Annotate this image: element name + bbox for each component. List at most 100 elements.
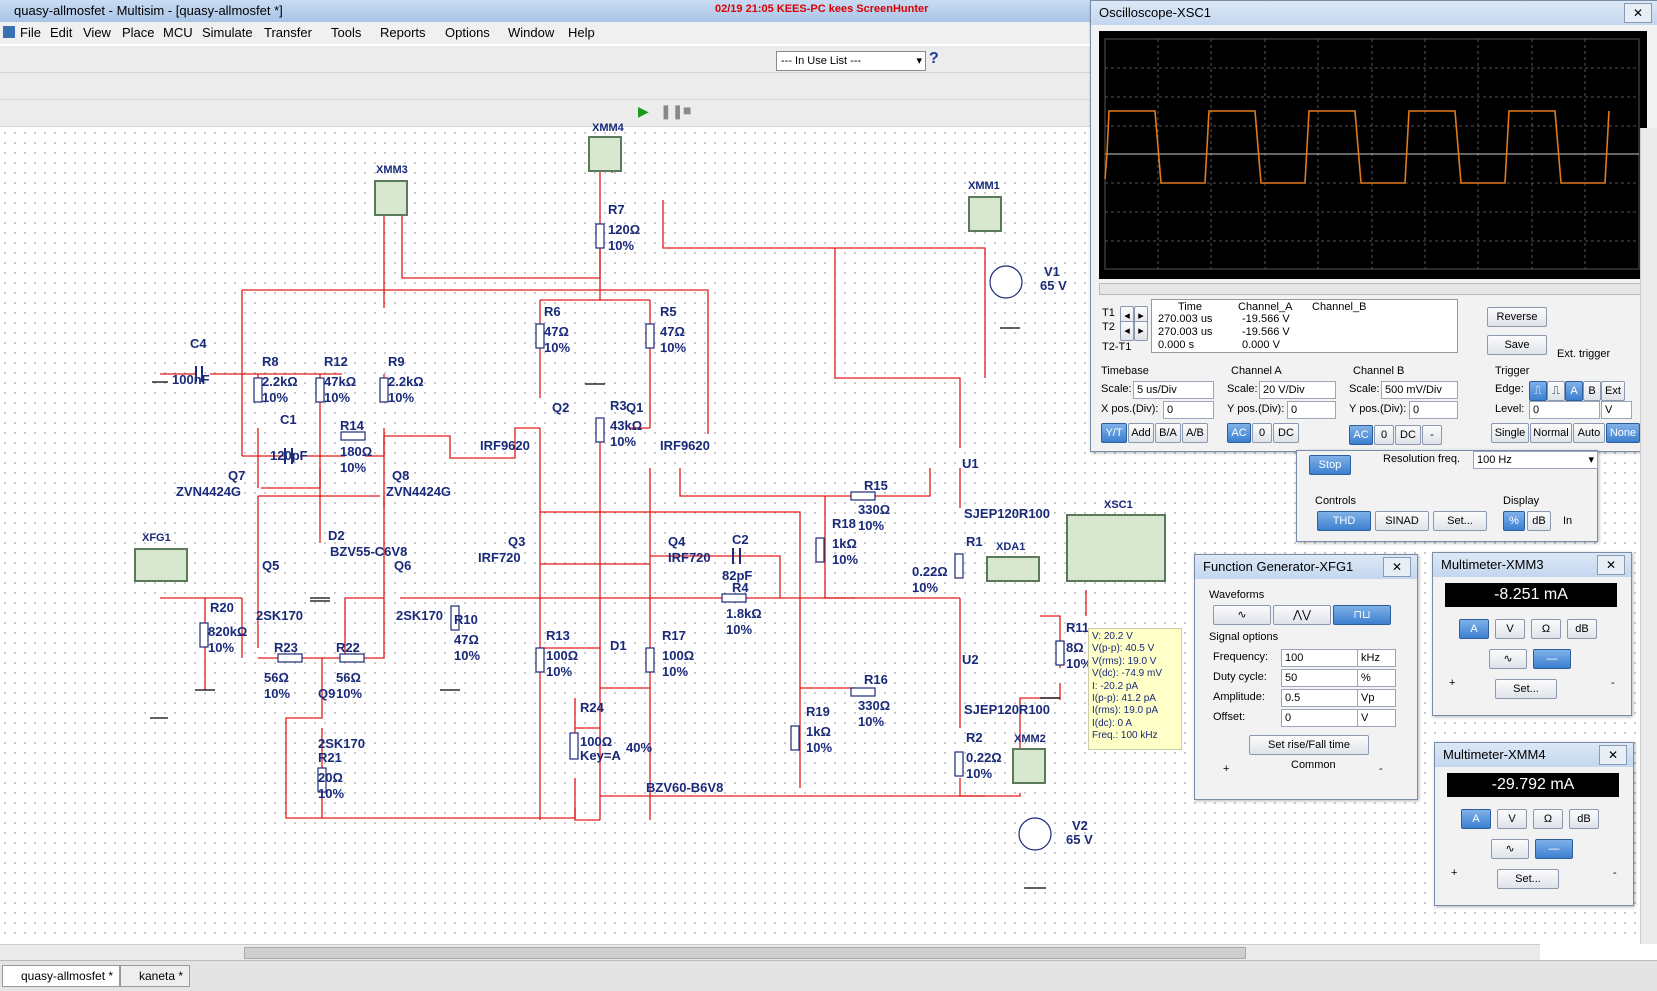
normal-button[interactable]: Normal: [1530, 423, 1572, 443]
duty-cycle-unit[interactable]: %: [1357, 669, 1396, 687]
ac-mode-icon[interactable]: ∿: [1489, 649, 1527, 669]
cha-zero-button[interactable]: 0: [1252, 423, 1272, 443]
xmm3-set-button[interactable]: Set...: [1495, 679, 1557, 699]
menu-view[interactable]: View: [83, 25, 111, 40]
auto-button[interactable]: Auto: [1573, 423, 1605, 443]
horizontal-scrollbar[interactable]: [0, 944, 1540, 961]
frequency-field[interactable]: 100: [1281, 649, 1358, 667]
help-icon[interactable]: ?: [929, 50, 939, 67]
timebase-scale-field[interactable]: 5 us/Div: [1133, 381, 1214, 399]
ba-button[interactable]: B/A: [1155, 423, 1181, 443]
stop-icon[interactable]: ■: [683, 102, 692, 118]
xmm4-ampere-button[interactable]: A: [1461, 809, 1491, 829]
cha-dc-button[interactable]: DC: [1273, 423, 1299, 443]
reverse-button[interactable]: Reverse: [1487, 307, 1547, 327]
cha-ypos-field[interactable]: 0: [1287, 401, 1336, 419]
menu-transfer[interactable]: Transfer: [264, 25, 312, 40]
chb-scale-field[interactable]: 500 mV/Div: [1381, 381, 1458, 399]
chb-zero-button[interactable]: 0: [1374, 425, 1394, 445]
add-button[interactable]: Add: [1128, 423, 1154, 443]
amplitude-unit[interactable]: Vp: [1357, 689, 1396, 707]
multimeter-xmm1-instrument[interactable]: [968, 196, 1002, 232]
t2-right-arrow-icon[interactable]: ▸: [1134, 321, 1148, 341]
thd-button[interactable]: THD: [1317, 511, 1371, 531]
xmm3-ampere-button[interactable]: A: [1459, 619, 1489, 639]
db-button[interactable]: dB: [1527, 511, 1551, 531]
close-icon[interactable]: ✕: [1383, 557, 1411, 577]
trigger-level-unit[interactable]: V: [1601, 401, 1632, 419]
t2-left-arrow-icon[interactable]: ◂: [1120, 321, 1134, 341]
stop-button[interactable]: Stop: [1309, 455, 1351, 475]
function-generator-instrument[interactable]: [134, 548, 188, 582]
offset-unit[interactable]: V: [1357, 709, 1396, 727]
chb-minus-button[interactable]: -: [1422, 425, 1442, 445]
run-icon[interactable]: ▶: [638, 103, 649, 119]
trigger-b-button[interactable]: B: [1583, 381, 1601, 401]
distortion-analyzer-instrument[interactable]: [986, 556, 1040, 582]
xmm4-db-button[interactable]: dB: [1569, 809, 1599, 829]
duty-cycle-field[interactable]: 50: [1281, 669, 1358, 687]
frequency-unit[interactable]: kHz: [1357, 649, 1396, 667]
percent-button[interactable]: %: [1503, 511, 1525, 531]
oscilloscope-instrument[interactable]: [1066, 514, 1166, 582]
vertical-scrollbar[interactable]: [1640, 128, 1657, 944]
menu-file[interactable]: File: [20, 25, 41, 40]
dc-mode-icon[interactable]: —: [1533, 649, 1571, 669]
ac-mode-icon[interactable]: ∿: [1491, 839, 1529, 859]
yt-button[interactable]: Y/T: [1101, 423, 1127, 443]
scope-scrollbar[interactable]: [1099, 283, 1641, 295]
close-icon[interactable]: ✕: [1599, 745, 1627, 765]
timebase-xpos-field[interactable]: 0: [1163, 401, 1214, 419]
distortion-set-button[interactable]: Set...: [1433, 511, 1487, 531]
tab-quasy-allmosfet[interactable]: quasy-allmosfet *: [2, 965, 121, 987]
menu-help[interactable]: Help: [568, 25, 595, 40]
sinad-button[interactable]: SINAD: [1375, 511, 1429, 531]
dc-mode-icon[interactable]: —: [1535, 839, 1573, 859]
menu-options[interactable]: Options: [445, 25, 490, 40]
chb-ac-button[interactable]: AC: [1349, 425, 1373, 445]
chb-ypos-field[interactable]: 0: [1409, 401, 1458, 419]
trigger-a-button[interactable]: A: [1565, 381, 1583, 401]
none-button[interactable]: None: [1606, 423, 1640, 443]
ab-button[interactable]: A/B: [1182, 423, 1208, 443]
trigger-ext-button[interactable]: Ext: [1601, 381, 1625, 401]
triangle-wave-icon[interactable]: ⋀⋁: [1273, 605, 1331, 625]
xmm3-ohm-button[interactable]: Ω: [1531, 619, 1561, 639]
tab-kaneta[interactable]: kaneta *: [120, 965, 191, 987]
xmm3-volt-button[interactable]: V: [1495, 619, 1525, 639]
menu-edit[interactable]: Edit: [50, 25, 73, 40]
sine-wave-icon[interactable]: ∿: [1213, 605, 1271, 625]
pause-icon[interactable]: ❚❚: [660, 103, 684, 119]
xmm3-db-button[interactable]: dB: [1567, 619, 1597, 639]
app-icon[interactable]: [3, 26, 15, 38]
multimeter-xmm4-instrument[interactable]: [588, 136, 622, 172]
single-button[interactable]: Single: [1491, 423, 1529, 443]
save-button[interactable]: Save: [1487, 335, 1547, 355]
menu-reports[interactable]: Reports: [380, 25, 426, 40]
chb-dc-button[interactable]: DC: [1395, 425, 1421, 445]
menu-place[interactable]: Place: [122, 25, 155, 40]
menu-tools[interactable]: Tools: [331, 25, 362, 40]
trigger-level-field[interactable]: 0: [1529, 401, 1600, 419]
multimeter-xmm2-instrument[interactable]: [1012, 748, 1046, 784]
xmm4-ohm-button[interactable]: Ω: [1533, 809, 1563, 829]
menu-mcu[interactable]: MCU: [163, 25, 193, 40]
cha-ac-button[interactable]: AC: [1227, 423, 1251, 443]
menu-window[interactable]: Window: [508, 25, 555, 40]
cha-scale-field[interactable]: 20 V/Div: [1259, 381, 1336, 399]
amplitude-field[interactable]: 0.5: [1281, 689, 1358, 707]
set-rise-fall-button[interactable]: Set rise/Fall time: [1249, 735, 1369, 755]
scroll-thumb[interactable]: [244, 947, 1246, 959]
rising-edge-icon[interactable]: ⎍: [1529, 381, 1547, 401]
falling-edge-icon[interactable]: ⎍: [1547, 381, 1565, 401]
xmm4-set-button[interactable]: Set...: [1497, 869, 1559, 889]
multimeter-xmm3-instrument[interactable]: [374, 180, 408, 216]
close-icon[interactable]: ✕: [1597, 555, 1625, 575]
xmm4-volt-button[interactable]: V: [1497, 809, 1527, 829]
offset-field[interactable]: 0: [1281, 709, 1358, 727]
resolution-dropdown[interactable]: 100 Hz▾: [1473, 451, 1598, 469]
square-wave-icon[interactable]: ⊓⊔: [1333, 605, 1391, 625]
close-icon[interactable]: ✕: [1624, 3, 1652, 23]
menu-simulate[interactable]: Simulate: [202, 25, 253, 40]
